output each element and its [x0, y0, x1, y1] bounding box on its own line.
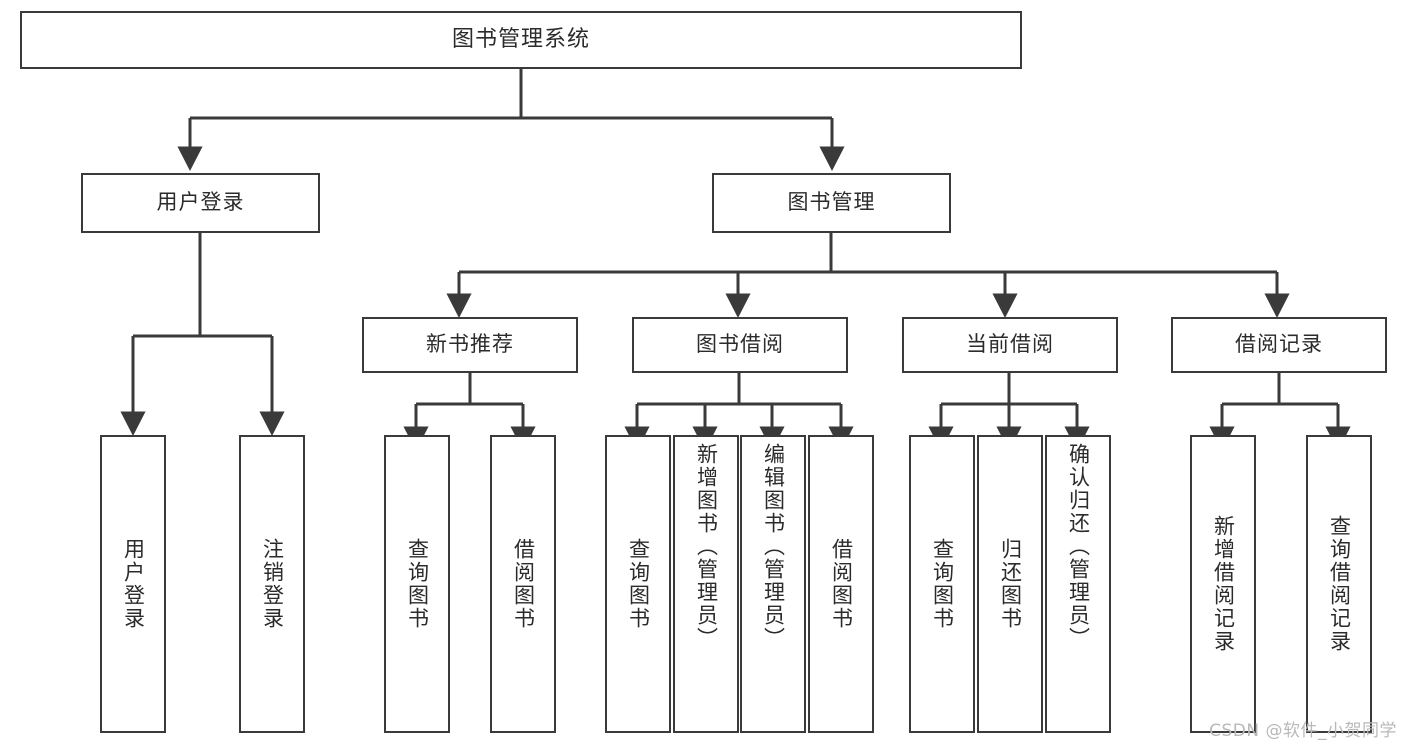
node-book-manage[interactable]: 图书管理: [712, 173, 951, 233]
node-book-borrow-label: 图书借阅: [696, 332, 784, 357]
node-user-login-label: 用户登录: [156, 190, 245, 215]
node-leaf-query-book-3[interactable]: 查询图书: [909, 435, 975, 733]
node-new-book-rec-label: 新书推荐: [426, 332, 514, 357]
node-borrow-record[interactable]: 借阅记录: [1171, 317, 1387, 373]
node-leaf-add-book[interactable]: 新增图书（管理员）: [673, 435, 739, 733]
node-book-manage-label: 图书管理: [787, 190, 876, 215]
node-borrow-record-label: 借阅记录: [1235, 332, 1323, 357]
node-leaf-edit-book-label: 编辑图书（管理员）: [761, 443, 786, 650]
node-leaf-user-logout-label: 注销登录: [260, 538, 285, 630]
node-leaf-edit-book[interactable]: 编辑图书（管理员）: [740, 435, 806, 733]
node-leaf-borrow-book-2[interactable]: 借阅图书: [808, 435, 874, 733]
node-leaf-query-book-1[interactable]: 查询图书: [384, 435, 450, 733]
node-leaf-confirm-return[interactable]: 确认归还（管理员）: [1045, 435, 1111, 733]
node-leaf-add-book-label: 新增图书（管理员）: [694, 443, 719, 650]
node-leaf-return-book-label: 归还图书: [998, 538, 1023, 630]
node-book-borrow[interactable]: 图书借阅: [632, 317, 848, 373]
watermark: CSDN @软件_小贺同学: [1209, 721, 1397, 741]
node-leaf-borrow-book-1-label: 借阅图书: [511, 538, 536, 630]
node-leaf-query-book-2-label: 查询图书: [626, 538, 651, 630]
node-root[interactable]: 图书管理系统: [20, 11, 1022, 69]
node-leaf-query-record-label: 查询借阅记录: [1327, 515, 1352, 653]
node-leaf-borrow-book-1[interactable]: 借阅图书: [490, 435, 556, 733]
node-root-label: 图书管理系统: [451, 26, 590, 52]
node-leaf-add-record-label: 新增借阅记录: [1211, 515, 1236, 653]
node-leaf-query-book-3-label: 查询图书: [930, 538, 955, 630]
node-leaf-confirm-return-label: 确认归还（管理员）: [1066, 443, 1091, 650]
node-user-login[interactable]: 用户登录: [81, 173, 320, 233]
node-leaf-user-logout[interactable]: 注销登录: [239, 435, 305, 733]
node-leaf-user-login-label: 用户登录: [121, 538, 146, 630]
node-leaf-user-login[interactable]: 用户登录: [100, 435, 166, 733]
node-leaf-return-book[interactable]: 归还图书: [977, 435, 1043, 733]
node-leaf-query-book-1-label: 查询图书: [405, 538, 430, 630]
node-new-book-rec[interactable]: 新书推荐: [362, 317, 578, 373]
node-current-borrow-label: 当前借阅: [966, 332, 1054, 357]
node-current-borrow[interactable]: 当前借阅: [902, 317, 1118, 373]
node-leaf-query-book-2[interactable]: 查询图书: [605, 435, 671, 733]
node-leaf-query-record[interactable]: 查询借阅记录: [1306, 435, 1372, 733]
node-leaf-borrow-book-2-label: 借阅图书: [829, 538, 854, 630]
node-leaf-add-record[interactable]: 新增借阅记录: [1190, 435, 1256, 733]
